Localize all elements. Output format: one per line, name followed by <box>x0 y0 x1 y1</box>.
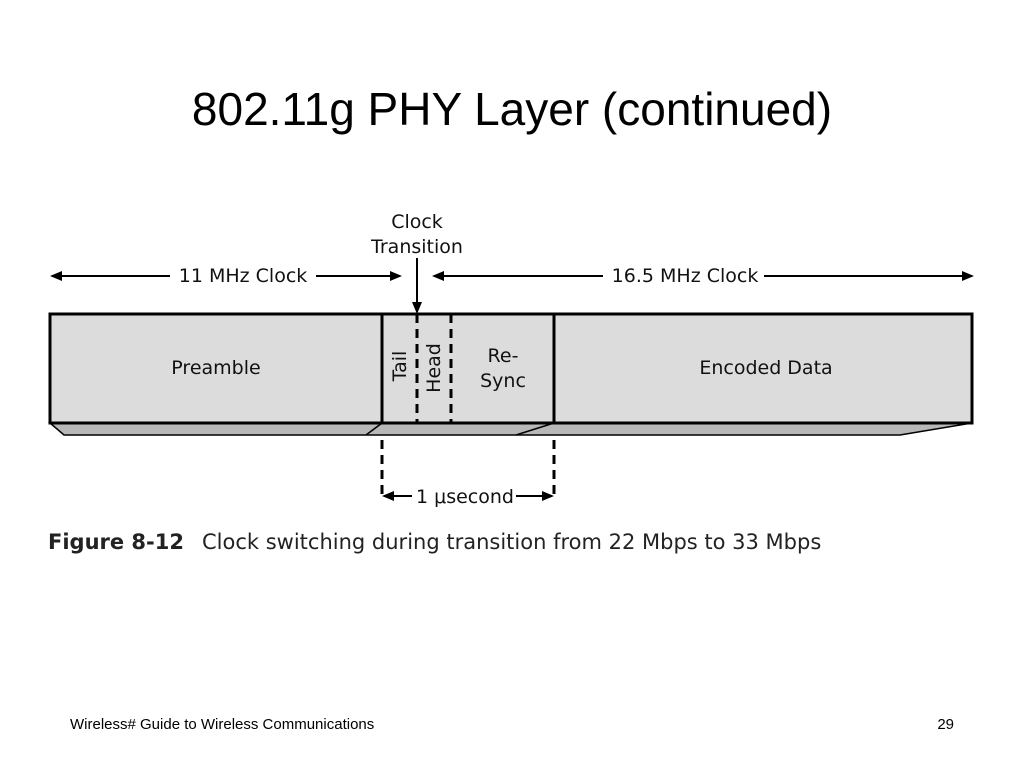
transition-segment <box>380 312 556 425</box>
tail-label: Tail <box>389 351 411 383</box>
left-clock-label: 11 MHz Clock <box>179 265 308 287</box>
page-number: 29 <box>937 716 954 733</box>
resync-label-line2: Sync <box>480 370 526 392</box>
clock-transition-label-line1: Clock <box>391 211 443 233</box>
preamble-label: Preamble <box>171 357 260 379</box>
slide-title: 802.11g PHY Layer (continued) <box>191 83 833 135</box>
encoded-data-label: Encoded Data <box>699 357 832 379</box>
encoded-data-segment <box>552 312 974 425</box>
right-clock-label: 16.5 MHz Clock <box>612 265 759 287</box>
figure-caption: Figure 8-12 Clock switching during transi… <box>48 530 821 554</box>
footer-course-title: Wireless# Guide to Wireless Communicatio… <box>70 716 375 733</box>
figure-number: Figure 8-12 <box>48 530 184 554</box>
phy-clock-switching-diagram: Clock Transition 11 MHz Clock 16.5 MHz C… <box>47 211 974 508</box>
head-label: Head <box>423 343 445 393</box>
figure-caption-text: Clock switching during transition from 2… <box>202 530 822 554</box>
resync-label-line1: Re- <box>488 345 519 367</box>
shadow-divider-preamble <box>365 422 383 436</box>
duration-label: 1 μsecond <box>416 486 514 508</box>
frame-shadow <box>47 422 973 436</box>
clock-transition-label-line2: Transition <box>370 236 463 258</box>
shadow-divider-resync <box>515 422 555 436</box>
